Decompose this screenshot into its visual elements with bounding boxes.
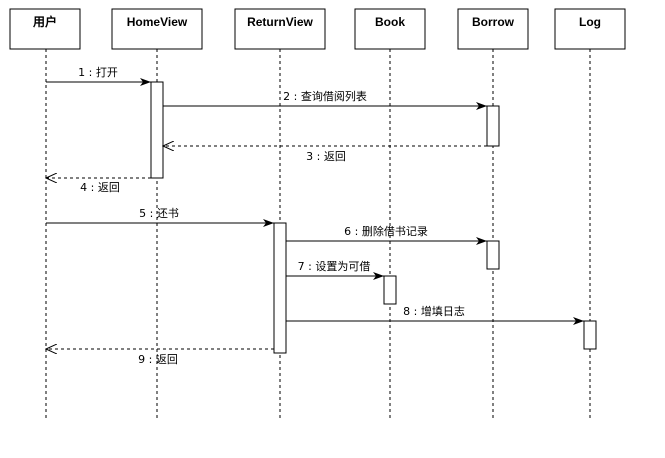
message-label: 9 : 返回 bbox=[138, 353, 178, 366]
participant-label: HomeView bbox=[127, 15, 188, 29]
participant-box bbox=[354, 8, 426, 50]
activation-returnview bbox=[273, 222, 287, 354]
activation-homeview bbox=[150, 81, 164, 179]
activation-bars bbox=[150, 81, 597, 354]
message-label: 1 : 打开 bbox=[78, 65, 118, 79]
message-3: 3 : 返回 bbox=[163, 146, 487, 163]
message-5: 5 : 还书 bbox=[46, 207, 274, 227]
participant-label: Log bbox=[579, 15, 601, 29]
activation-log bbox=[583, 320, 597, 350]
participant-user: 用户 bbox=[9, 8, 81, 50]
participant-returnview: ReturnView bbox=[234, 8, 326, 50]
participant-box bbox=[9, 8, 81, 50]
message-label: 6 : 删除借书记录 bbox=[344, 224, 428, 238]
message-7: 7 : 设置为可借 bbox=[286, 260, 384, 280]
message-6: 6 : 删除借书记录 bbox=[286, 224, 487, 245]
message-label: 2 : 查询借阅列表 bbox=[283, 89, 367, 103]
participant-label: 用户 bbox=[32, 14, 57, 29]
activation-borrow-2 bbox=[486, 240, 500, 270]
participant-label: Borrow bbox=[472, 15, 515, 29]
lifelines bbox=[45, 49, 591, 418]
participant-box bbox=[457, 8, 529, 50]
participant-book: Book bbox=[354, 8, 426, 50]
message-label: 3 : 返回 bbox=[306, 150, 346, 163]
participant-box bbox=[234, 8, 326, 50]
participant-label: ReturnView bbox=[247, 15, 313, 29]
message-9: 9 : 返回 bbox=[46, 349, 274, 366]
participant-label: Book bbox=[375, 15, 405, 29]
participant-box bbox=[554, 8, 626, 50]
message-label: 7 : 设置为可借 bbox=[298, 260, 371, 273]
message-2: 2 : 查询借阅列表 bbox=[163, 89, 487, 110]
participant-homeview: HomeView bbox=[111, 8, 203, 50]
message-8: 8 : 增填日志 bbox=[286, 304, 584, 325]
activation-book bbox=[383, 275, 397, 305]
message-4: 4 : 返回 bbox=[46, 178, 151, 194]
message-label: 5 : 还书 bbox=[139, 207, 179, 220]
message-label: 4 : 返回 bbox=[80, 181, 120, 194]
participant-borrow: Borrow bbox=[457, 8, 529, 50]
participant-log: Log bbox=[554, 8, 626, 50]
participant-box bbox=[111, 8, 203, 50]
activation-borrow-1 bbox=[486, 105, 500, 147]
message-1: 1 : 打开 bbox=[46, 65, 151, 86]
message-label: 8 : 增填日志 bbox=[403, 304, 465, 318]
